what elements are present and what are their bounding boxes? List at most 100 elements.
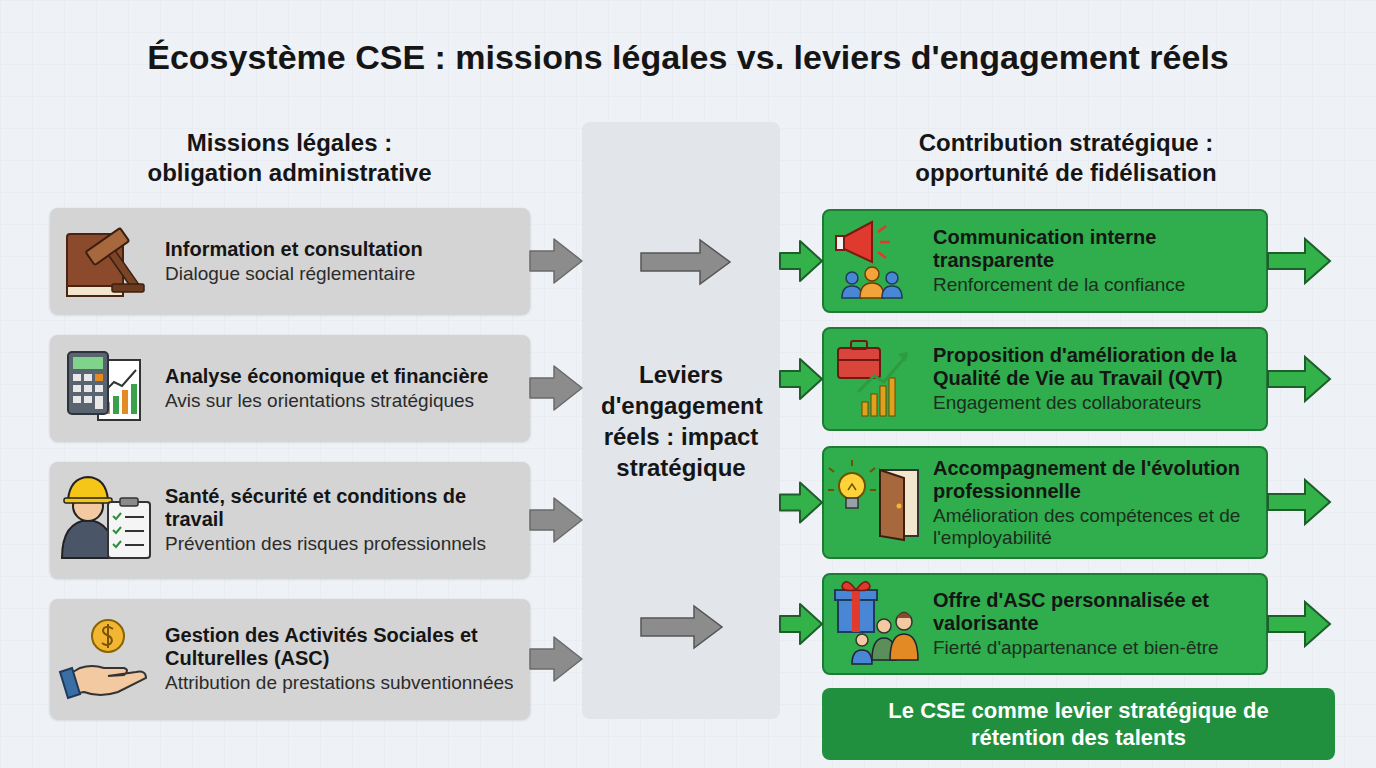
contribution-box: Offre d'ASC personnalisée et valorisante…: [822, 573, 1268, 675]
gift-icon: [835, 582, 918, 664]
gift-icon: [890, 634, 918, 660]
contribution-box: Accompagnement de l'évolution profession…: [822, 446, 1268, 559]
worker-icon: [113, 513, 121, 547]
block-arrow: [780, 604, 822, 644]
diagram-title: Écosystème CSE : missions légales vs. le…: [0, 38, 1376, 77]
megaphone-icon: [836, 222, 902, 298]
green-block-arrow: [1268, 239, 1330, 646]
calculator-icon: [84, 396, 92, 403]
lightbulb-door-icon: [828, 460, 876, 490]
contribution-box: Proposition d'amélioration de la Qualité…: [822, 327, 1268, 431]
megaphone-icon: [878, 226, 890, 258]
text-wrap: Leviers d'engagement réels : impact stra…: [582, 122, 780, 719]
gift-icon: [852, 650, 872, 664]
gift-icon: [852, 590, 860, 632]
text-wrap: Analyse économique et financièreAvis sur…: [165, 335, 530, 441]
coin-hand-icon: [60, 620, 146, 698]
lightbulb-door-icon: [880, 470, 904, 540]
green-block-arrow: [1268, 357, 1330, 401]
lightbulb-door-icon: [828, 460, 918, 540]
text-wrap: Le CSE comme levier stratégique de réten…: [822, 688, 1335, 760]
worker-icon: [73, 491, 103, 521]
contribution-box: Communication interne transparenteRenfor…: [822, 209, 1268, 313]
text-wrap: Accompagnement de l'évolution profession…: [933, 448, 1263, 557]
column-heading: Contribution stratégique : opportunité d…: [896, 128, 1236, 188]
gray-block-arrow: [641, 240, 730, 648]
gray-block-arrow: [641, 240, 730, 284]
megaphone-icon: [836, 236, 844, 250]
calculator-icon: [113, 396, 119, 414]
megaphone-icon: [846, 272, 858, 284]
box-body: Avis sur les orientations stratégiques: [165, 390, 530, 412]
coin-hand-icon: [60, 668, 80, 698]
gift-icon: [835, 590, 877, 600]
coin-hand-icon: [92, 620, 124, 652]
worker-icon: [62, 520, 114, 558]
box-heading: Le CSE comme levier stratégique de réten…: [884, 697, 1274, 751]
column-heading: Missions légales : obligation administra…: [127, 128, 452, 188]
text-wrap: Gestion des Activités Sociales et Cultur…: [165, 599, 530, 719]
calculator-icon: [95, 374, 103, 381]
calculator-icon: [84, 374, 92, 381]
box-heading: Communication interne transparente: [933, 226, 1263, 272]
coin-hand-icon: [66, 666, 146, 695]
box-body: Renforcement de la confiance: [933, 274, 1263, 296]
green-block-arrow: [1268, 602, 1330, 646]
box-heading: Santé, sécurité et conditions de travail: [165, 485, 530, 531]
worker-icon: [120, 498, 138, 506]
megaphone-icon: [882, 286, 902, 298]
lightbulb-door-icon: [848, 484, 856, 490]
mission-box: Gestion des Activités Sociales et Cultur…: [50, 599, 530, 719]
block-arrow: [780, 483, 822, 523]
calculator-icon: [73, 374, 81, 381]
briefcase-icon: [889, 378, 895, 416]
mission-box: Santé, sécurité et conditions de travail…: [50, 462, 530, 578]
block-arrow: [530, 366, 582, 410]
box-body: Engagement des collaborateurs: [933, 392, 1263, 414]
block-arrow: [780, 359, 822, 399]
briefcase-icon: [838, 341, 908, 416]
box-heading: Offre d'ASC personnalisée et valorisante: [933, 589, 1263, 635]
gift-icon: [842, 582, 870, 591]
briefcase-icon: [851, 341, 867, 349]
calculator-icon: [104, 370, 136, 392]
box-body: Amélioration des compétences et de l'emp…: [933, 505, 1263, 549]
megaphone-icon: [842, 286, 862, 298]
mission-box: Analyse économique et financièreAvis sur…: [50, 335, 530, 441]
box-heading: Proposition d'amélioration de la Qualité…: [933, 344, 1263, 390]
briefcase-icon: [862, 402, 868, 416]
conclusion-box: Le CSE comme levier stratégique de réten…: [822, 688, 1335, 760]
gavel-icon: [67, 228, 152, 298]
gavel-icon: [109, 251, 138, 288]
calculator-icon: [68, 352, 108, 414]
mission-box: Information et consultationDialogue soci…: [50, 208, 530, 314]
box-heading: Information et consultation: [165, 238, 530, 261]
box-body: Attribution de prestations subventionnée…: [165, 672, 530, 694]
calculator-icon: [73, 357, 103, 369]
worker-icon: [62, 477, 150, 558]
briefcase-icon: [871, 394, 877, 416]
worker-icon: [64, 498, 112, 503]
briefcase-icon: [898, 352, 908, 362]
gavel-icon: [86, 228, 130, 265]
block-arrow: [530, 239, 582, 283]
calculator-icon: [73, 396, 81, 403]
calculator-icon: [73, 385, 81, 392]
text-wrap: Communication interne transparenteRenfor…: [933, 211, 1263, 311]
lightbulb-door-icon: [880, 470, 918, 536]
box-heading: Analyse économique et financière: [165, 365, 530, 388]
gavel-icon: [112, 284, 144, 292]
briefcase-icon: [880, 386, 886, 416]
lightbulb-door-icon: [897, 504, 902, 509]
block-arrow: [530, 637, 582, 681]
calculator-icon: [68, 352, 140, 420]
calculator-icon: [104, 402, 110, 414]
gavel-icon: [67, 234, 123, 292]
box-heading: Gestion des Activités Sociales et Cultur…: [165, 624, 530, 670]
megaphone-icon: [842, 222, 872, 262]
gavel-icon: [67, 286, 123, 296]
text-wrap: Santé, sécurité et conditions de travail…: [165, 462, 530, 578]
calculator-icon: [84, 385, 92, 392]
gift-icon: [856, 634, 868, 646]
